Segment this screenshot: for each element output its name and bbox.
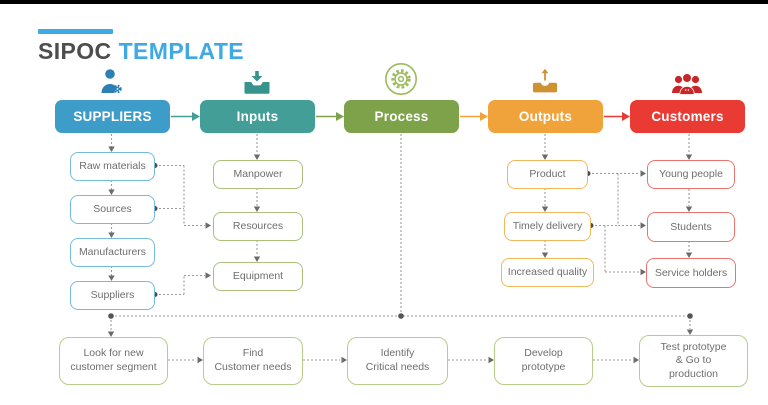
title-word-template: TEMPLATE — [118, 38, 245, 64]
gear-circle-icon — [384, 62, 418, 101]
inbox-arrow-icon — [242, 70, 272, 101]
node-service-holders: Service holders — [646, 258, 736, 288]
node-suppliers: Suppliers — [70, 281, 155, 310]
header-inputs: Inputs — [200, 100, 315, 133]
header-outputs: Outputs — [488, 100, 603, 133]
header-label: Process — [374, 109, 429, 124]
header-label: Outputs — [518, 109, 573, 124]
title-word-sipoc: SIPOC — [38, 38, 112, 64]
node-sources: Sources — [70, 195, 155, 224]
title-accent-bar — [38, 29, 113, 34]
people-group-icon — [670, 70, 704, 102]
tray-up-arrow-icon — [531, 68, 559, 100]
node-raw-materials: Raw materials — [70, 152, 155, 181]
header-label: Customers — [651, 109, 724, 124]
node-equipment: Equipment — [213, 262, 303, 291]
header-label: Inputs — [236, 109, 279, 124]
top-border — [0, 0, 768, 4]
node-timely-delivery: Timely delivery — [504, 212, 591, 241]
header-label: SUPPLIERS — [73, 109, 152, 124]
node-young-people: Young people — [647, 160, 735, 189]
header-suppliers: SUPPLIERS — [55, 100, 170, 133]
header-process: Process — [344, 100, 459, 133]
node-increased-quality: Increased quality — [501, 258, 594, 287]
node-manufacturers: Manufacturers — [70, 238, 155, 267]
node-product: Product — [507, 160, 588, 189]
node-resources: Resources — [213, 212, 303, 241]
person-gear-icon — [97, 66, 125, 101]
node-students: Students — [647, 212, 735, 242]
header-customers: Customers — [630, 100, 745, 133]
node-manpower: Manpower — [213, 160, 303, 189]
